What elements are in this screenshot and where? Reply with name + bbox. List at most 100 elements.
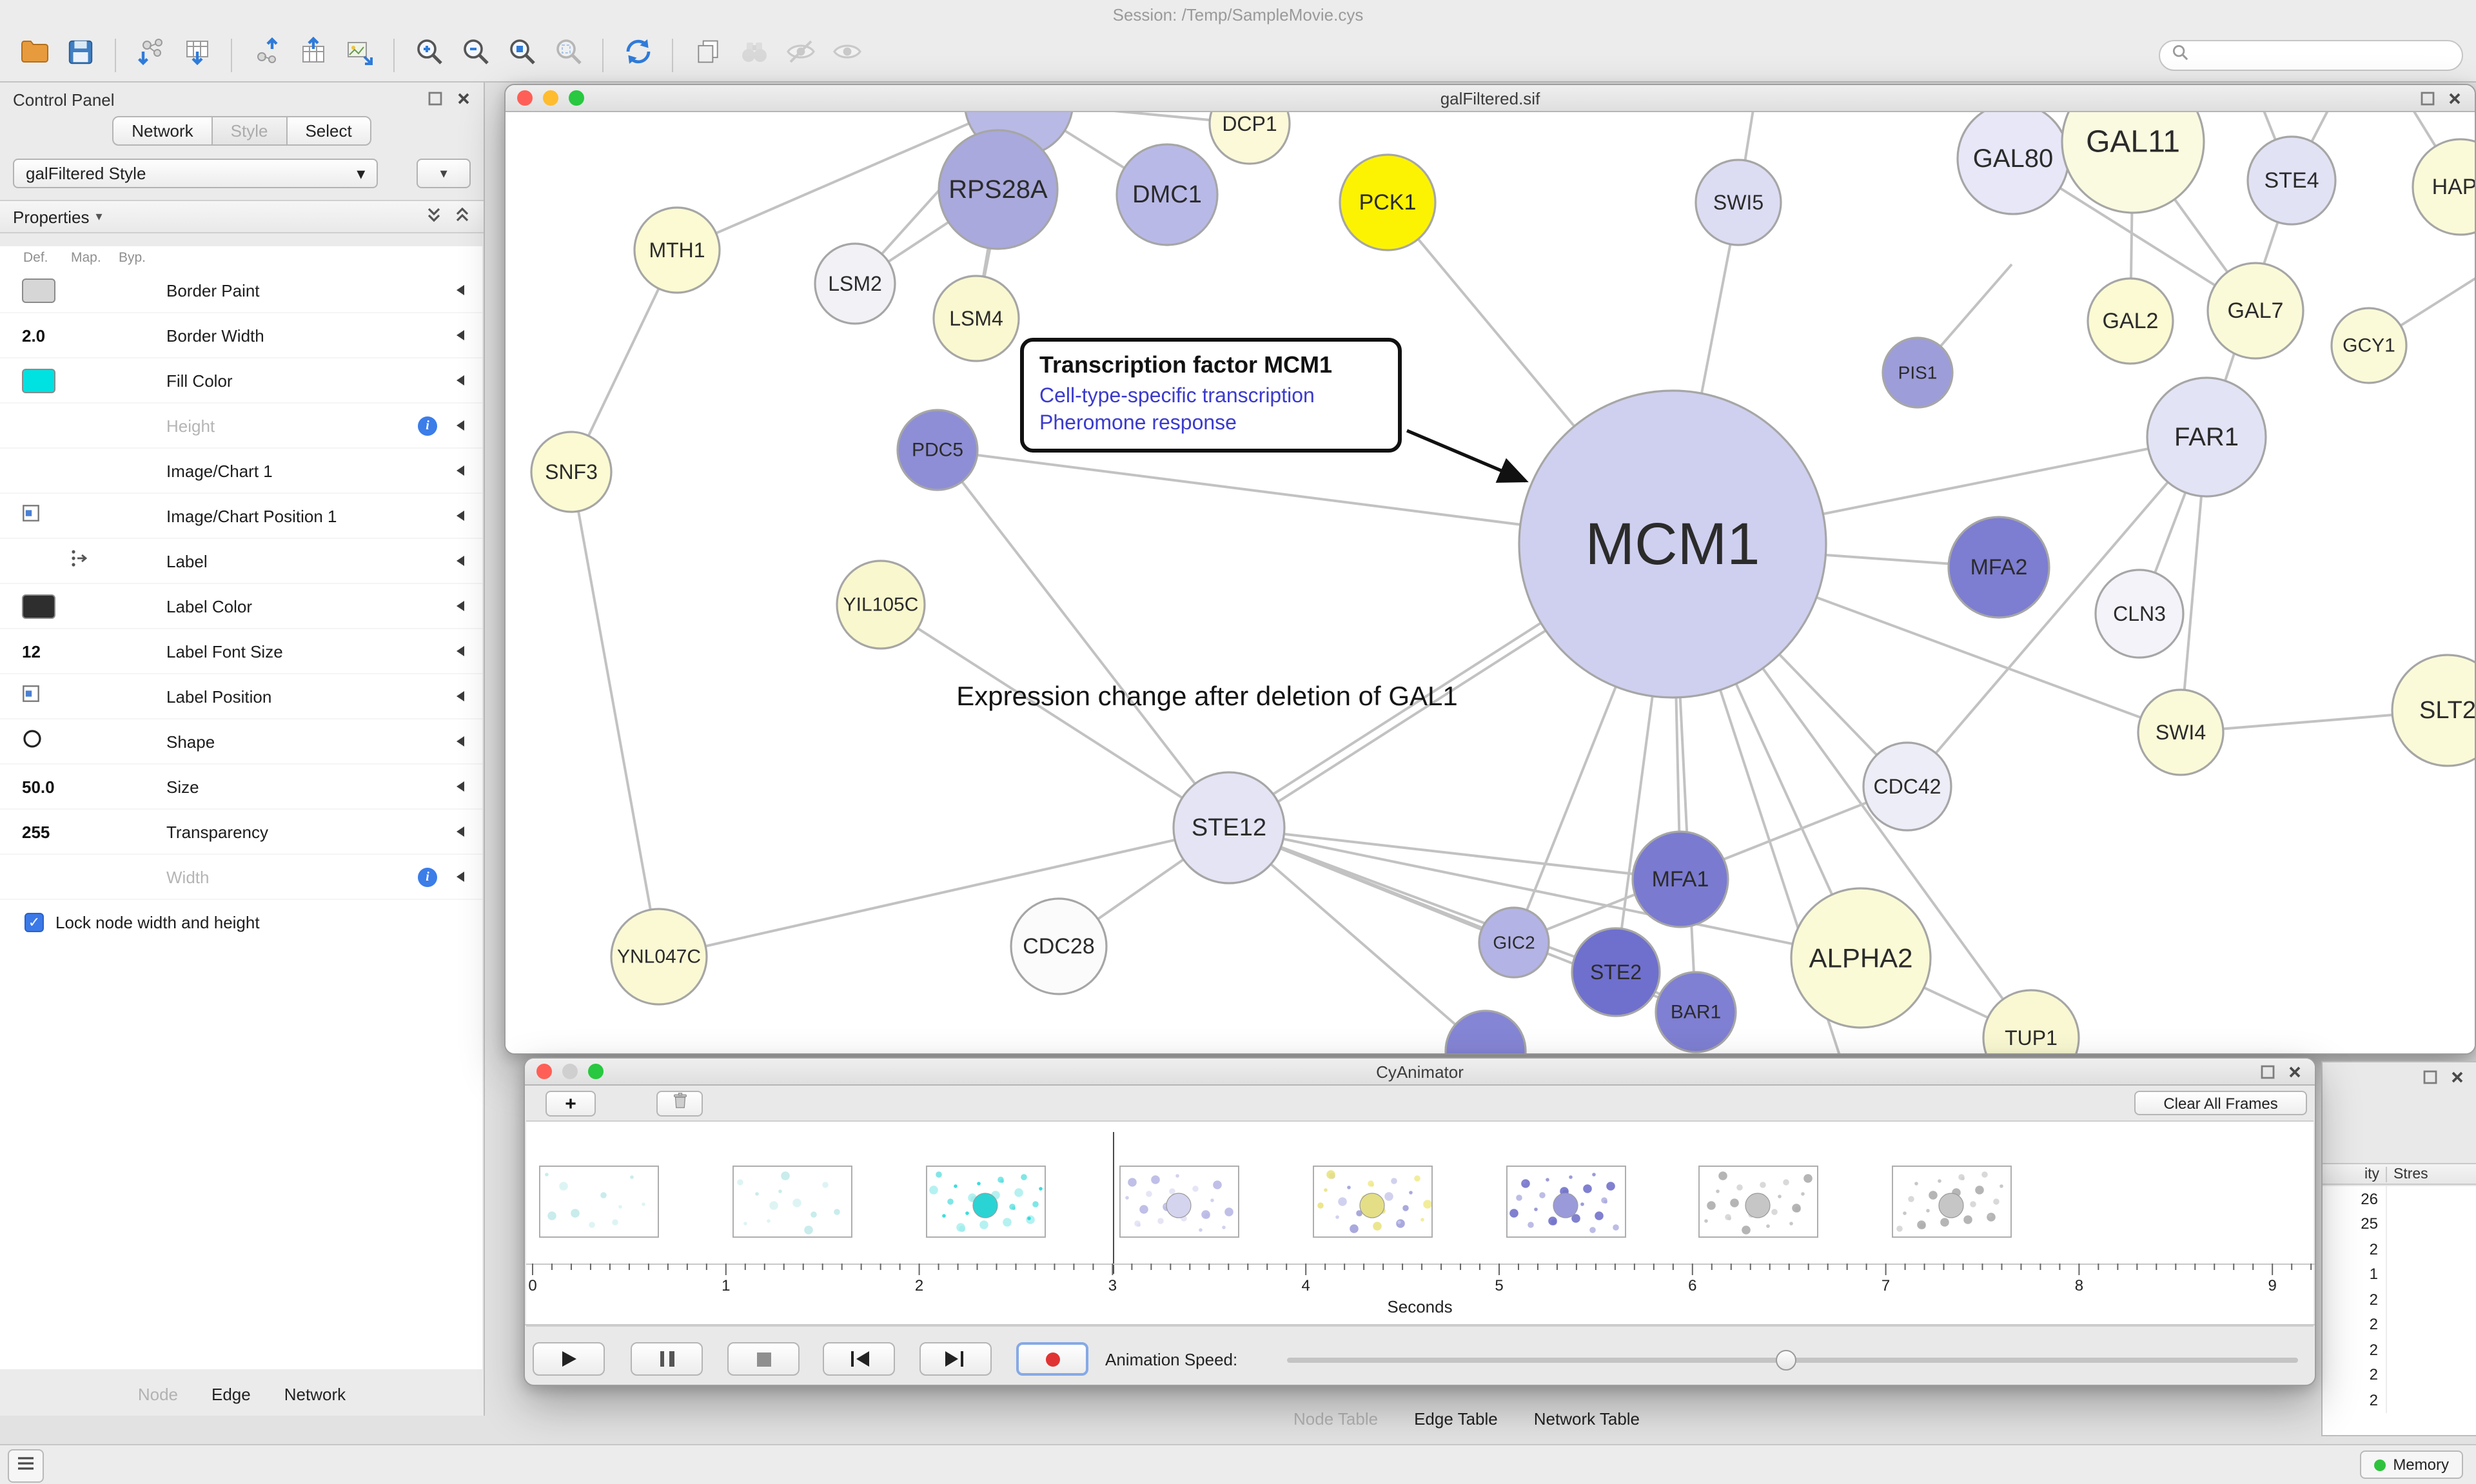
property-row-image-chart-position-1[interactable]: Image/Chart Position 1	[0, 494, 482, 539]
collapse-row-icon[interactable]	[457, 511, 464, 521]
lock-checkbox[interactable]: ✓	[25, 913, 44, 932]
collapse-row-icon[interactable]	[457, 826, 464, 837]
node-MFA2[interactable]	[1947, 516, 2050, 619]
node-STE4[interactable]	[2246, 135, 2337, 226]
float-panel-icon[interactable]	[428, 90, 442, 109]
skip-end-button[interactable]	[919, 1342, 992, 1376]
property-row-label-position[interactable]: Label Position	[0, 674, 482, 719]
float-table-panel-icon[interactable]	[2423, 1068, 2437, 1091]
node-GCY1[interactable]	[2330, 307, 2408, 384]
node-HAP4[interactable]	[2412, 138, 2476, 236]
export-image-button[interactable]	[338, 34, 380, 76]
edge[interactable]	[676, 112, 1019, 251]
float-window-icon[interactable]	[2421, 90, 2435, 110]
default-value-cell[interactable]: 2.0	[22, 326, 46, 345]
node-SWI5[interactable]	[1695, 159, 1782, 246]
close-window-icon[interactable]	[517, 90, 533, 106]
collapse-row-icon[interactable]	[457, 375, 464, 386]
collapse-all-icon[interactable]	[454, 206, 471, 227]
node-ALPHA2[interactable]	[1790, 887, 1932, 1029]
memory-button[interactable]: Memory	[2359, 1450, 2463, 1479]
node-CLN3[interactable]	[2094, 569, 2185, 659]
expand-all-icon[interactable]	[426, 206, 442, 227]
snapshot-button[interactable]	[686, 34, 729, 76]
edge[interactable]	[570, 471, 660, 957]
node-LSM4[interactable]	[932, 275, 1020, 362]
default-value-cell[interactable]	[18, 278, 66, 302]
node-DMC1[interactable]	[1115, 143, 1219, 246]
node-LSM2[interactable]	[814, 242, 896, 325]
minimize-window-icon[interactable]	[562, 1064, 578, 1079]
collapse-row-icon[interactable]	[457, 556, 464, 566]
node-CDC42[interactable]	[1862, 741, 1952, 832]
close-view-icon[interactable]	[2288, 1064, 2302, 1083]
edge[interactable]	[1228, 826, 1862, 959]
node-STE12[interactable]	[1172, 771, 1286, 884]
close-table-panel-icon[interactable]	[2450, 1068, 2464, 1091]
node-GIC2[interactable]	[1478, 906, 1550, 979]
frame-thumbnail-5[interactable]	[1506, 1166, 1626, 1238]
node-YIL105C[interactable]	[836, 560, 926, 650]
network-window-titlebar[interactable]: galFiltered.sif	[506, 85, 2475, 112]
table-row[interactable]: 2	[2323, 1236, 2476, 1262]
edge[interactable]	[879, 603, 1230, 829]
node-GAL7[interactable]	[2206, 262, 2304, 360]
frame-thumbnail-0[interactable]	[539, 1166, 659, 1238]
annotation-link-2[interactable]: Pheromone response	[1039, 412, 1237, 434]
zoom-window-icon[interactable]	[569, 90, 584, 106]
zoom-window-icon[interactable]	[588, 1064, 604, 1079]
node-MFA1[interactable]	[1631, 830, 1729, 928]
table-row[interactable]: 2	[2323, 1362, 2476, 1387]
playhead[interactable]	[1112, 1132, 1115, 1274]
node-RPS28A[interactable]	[938, 129, 1059, 250]
node-CDC28[interactable]	[1010, 897, 1108, 995]
collapse-row-icon[interactable]	[457, 781, 464, 792]
info-icon[interactable]: i	[418, 867, 437, 886]
properties-header[interactable]: Properties ▾	[0, 200, 484, 233]
search-box[interactable]	[2159, 39, 2463, 70]
tab-node-table[interactable]: Node Table	[1293, 1409, 1379, 1429]
frame-thumbnail-7[interactable]	[1892, 1166, 2012, 1238]
tab-edge[interactable]: Edge	[211, 1385, 251, 1404]
close-panel-icon[interactable]	[457, 90, 471, 109]
collapse-row-icon[interactable]	[457, 601, 464, 611]
animation-speed-slider[interactable]	[1287, 1350, 2298, 1371]
property-row-label-color[interactable]: Label Color	[0, 584, 482, 629]
save-session-button[interactable]	[59, 34, 102, 76]
node-DCP1[interactable]	[1208, 112, 1291, 165]
node-GAL2[interactable]	[2087, 277, 2174, 365]
edge[interactable]	[1906, 436, 2208, 788]
node-BAR1[interactable]	[1655, 971, 1737, 1053]
frame-thumbnail-3[interactable]	[1119, 1166, 1239, 1238]
network-canvas[interactable]: RPS28ADMC1DCP1PCK1SWI5GAL80GAL11STE4HAP4…	[506, 112, 2476, 1055]
tab-network-table[interactable]: Network Table	[1533, 1409, 1640, 1429]
table-row[interactable]: 2	[2323, 1287, 2476, 1312]
collapse-row-icon[interactable]	[457, 330, 464, 340]
table-row[interactable]: 26	[2323, 1186, 2476, 1211]
delete-frame-button[interactable]	[656, 1091, 703, 1117]
property-row-shape[interactable]: Shape	[0, 719, 482, 765]
open-session-button[interactable]	[13, 34, 55, 76]
search-input[interactable]	[2196, 44, 2450, 65]
collapse-row-icon[interactable]	[457, 872, 464, 882]
node-YNL047C[interactable]	[610, 908, 708, 1006]
minimize-window-icon[interactable]	[543, 90, 558, 106]
edge[interactable]	[936, 449, 1230, 829]
collapse-row-icon[interactable]	[457, 646, 464, 656]
skip-start-button[interactable]	[823, 1342, 895, 1376]
style-options-button[interactable]: ▾	[417, 159, 471, 188]
close-window-icon[interactable]	[536, 1064, 552, 1079]
property-row-border-paint[interactable]: Border Paint	[0, 268, 482, 313]
collapse-row-icon[interactable]	[457, 736, 464, 747]
export-network-button[interactable]	[245, 34, 288, 76]
frame-thumbnail-6[interactable]	[1698, 1166, 1819, 1238]
add-frame-button[interactable]: +	[545, 1091, 596, 1117]
zoom-out-button[interactable]	[454, 34, 496, 76]
node-unlabeled[interactable]	[1444, 1010, 1527, 1055]
